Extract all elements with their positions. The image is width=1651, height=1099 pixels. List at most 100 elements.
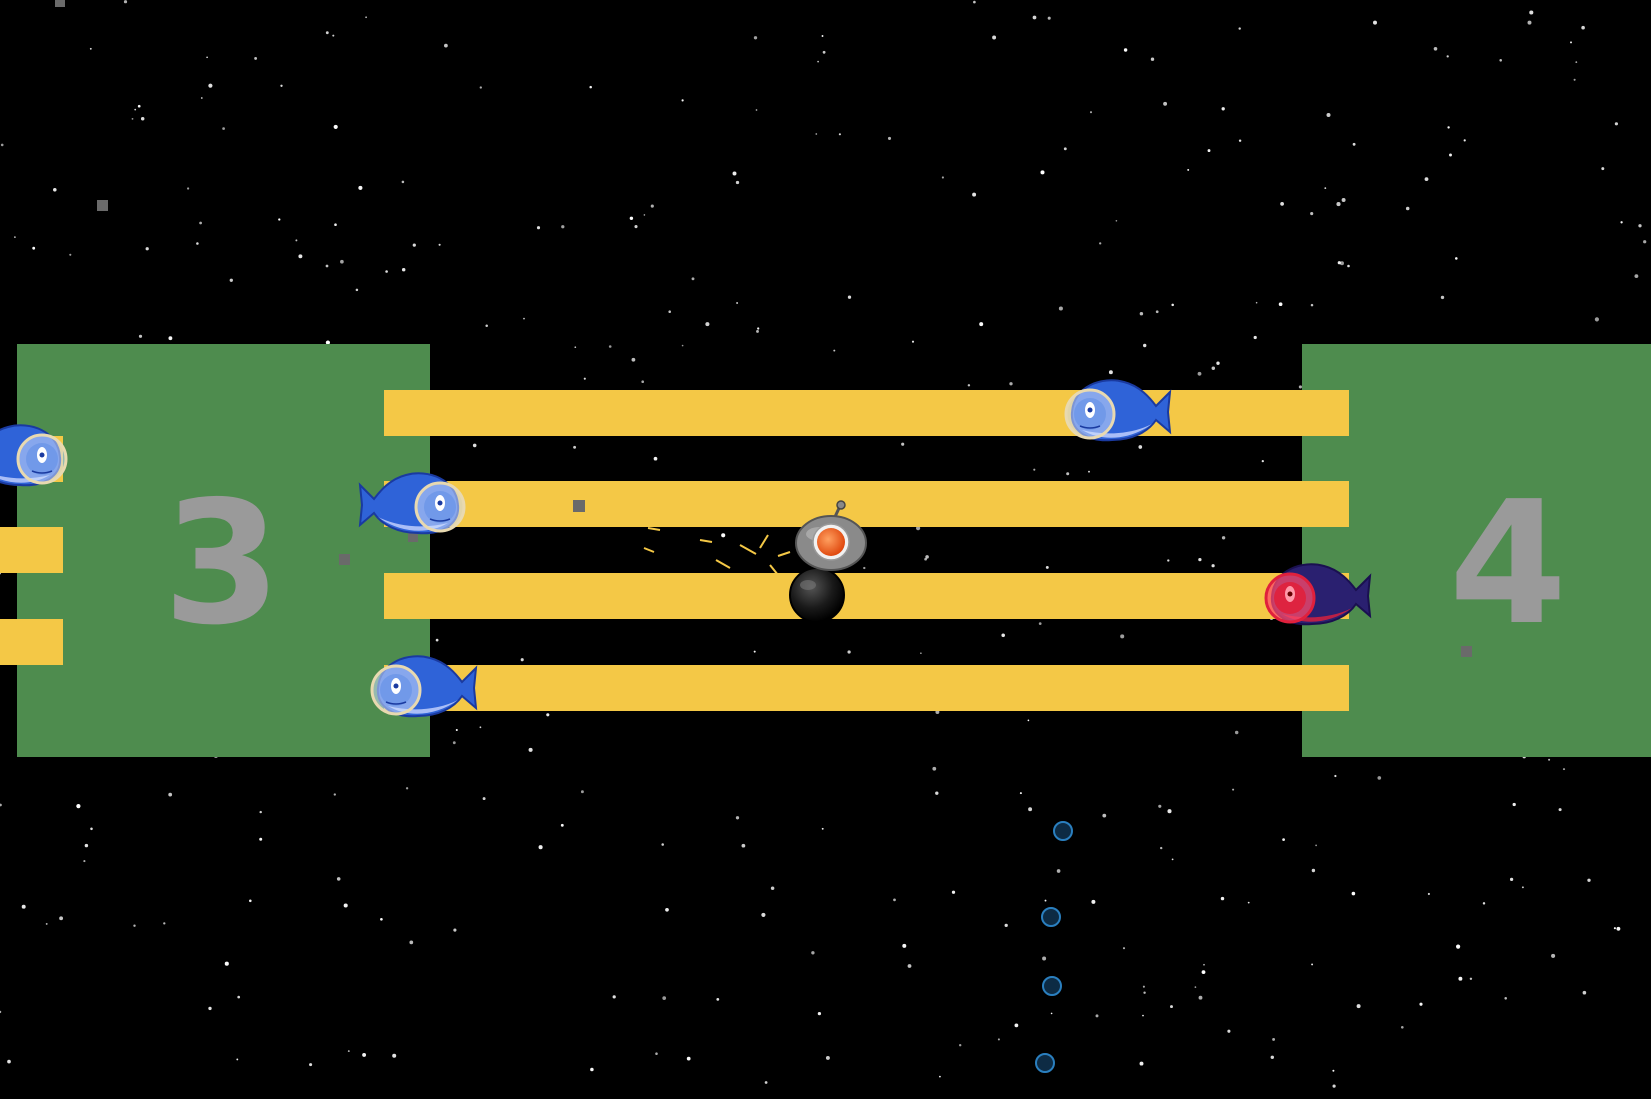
- debris-chunk: [55, 0, 65, 7]
- star: [817, 1011, 822, 1016]
- star: [412, 243, 416, 247]
- star: [1340, 261, 1344, 266]
- star: [1527, 20, 1532, 25]
- star: [686, 1056, 691, 1061]
- stub-lane: [0, 619, 63, 665]
- star: [325, 31, 329, 35]
- star: [1108, 370, 1113, 375]
- star: [168, 792, 173, 797]
- star: [1102, 813, 1107, 818]
- star: [0, 803, 2, 807]
- star: [907, 964, 912, 968]
- star: [1613, 927, 1616, 930]
- star: [1232, 788, 1235, 791]
- star: [1529, 10, 1534, 15]
- robot-icon[interactable]: [795, 500, 867, 571]
- star: [1551, 953, 1556, 958]
- star: [1581, 25, 1585, 30]
- debris-chunk: [573, 500, 585, 512]
- star: [1050, 1012, 1053, 1015]
- lane-3[interactable]: [384, 573, 1349, 619]
- star: [1122, 947, 1126, 950]
- star: [992, 35, 997, 40]
- star: [83, 860, 86, 863]
- star: [1463, 139, 1466, 142]
- star: [1001, 633, 1005, 638]
- star: [1091, 899, 1096, 904]
- star: [259, 837, 263, 841]
- stub-lane: [0, 527, 63, 573]
- star: [1456, 944, 1461, 949]
- station-number: 4: [1449, 465, 1567, 663]
- star: [735, 816, 740, 820]
- star: [435, 638, 439, 642]
- star: [0, 1010, 2, 1014]
- star: [1373, 20, 1377, 25]
- star: [757, 327, 760, 330]
- star: [1163, 101, 1168, 106]
- star: [925, 555, 929, 559]
- star: [1614, 122, 1618, 126]
- star: [1019, 792, 1022, 795]
- star: [1171, 303, 1174, 307]
- star: [1167, 559, 1170, 562]
- star: [1194, 986, 1197, 988]
- star: [668, 310, 671, 313]
- star: [259, 810, 262, 814]
- star: [229, 278, 233, 282]
- star: [1499, 59, 1502, 62]
- star: [137, 104, 141, 108]
- star: [1032, 15, 1037, 20]
- star: [1142, 985, 1145, 988]
- star: [753, 650, 756, 653]
- bubble-icon: [1041, 907, 1061, 927]
- star: [1253, 335, 1257, 340]
- star: [1058, 306, 1063, 311]
- star: [815, 133, 818, 135]
- star: [1332, 1069, 1335, 1072]
- star: [1315, 844, 1317, 847]
- star: [1326, 113, 1331, 117]
- star: [1138, 445, 1143, 449]
- star: [84, 843, 89, 848]
- star: [254, 56, 258, 60]
- star: [1170, 1005, 1173, 1009]
- star: [1351, 891, 1356, 896]
- star: [7, 1059, 11, 1064]
- star: [168, 336, 173, 341]
- lane-4[interactable]: [384, 665, 1349, 711]
- lane-2[interactable]: [384, 481, 1349, 527]
- star: [1509, 877, 1514, 882]
- star: [661, 843, 664, 846]
- star: [561, 225, 565, 229]
- star: [45, 922, 48, 925]
- spark: [759, 534, 769, 549]
- spark: [777, 551, 791, 557]
- star: [405, 787, 409, 790]
- spark: [647, 527, 661, 531]
- star: [1047, 16, 1051, 20]
- star: [479, 726, 482, 729]
- star: [14, 236, 16, 238]
- star: [932, 766, 937, 771]
- star: [1095, 1014, 1099, 1018]
- star: [409, 940, 414, 945]
- star: [200, 97, 203, 99]
- fish-icon[interactable]: [1264, 563, 1372, 626]
- star: [560, 823, 564, 827]
- star: [959, 1044, 962, 1047]
- star: [1198, 995, 1203, 1000]
- star: [1332, 1084, 1336, 1088]
- star: [1142, 343, 1147, 348]
- star: [1587, 878, 1591, 882]
- spark: [715, 559, 731, 569]
- lane-1[interactable]: [384, 390, 1349, 436]
- star: [716, 998, 720, 1001]
- star: [1601, 167, 1605, 171]
- star: [1155, 310, 1159, 314]
- star: [847, 295, 852, 299]
- star: [1234, 730, 1239, 735]
- star: [924, 557, 927, 561]
